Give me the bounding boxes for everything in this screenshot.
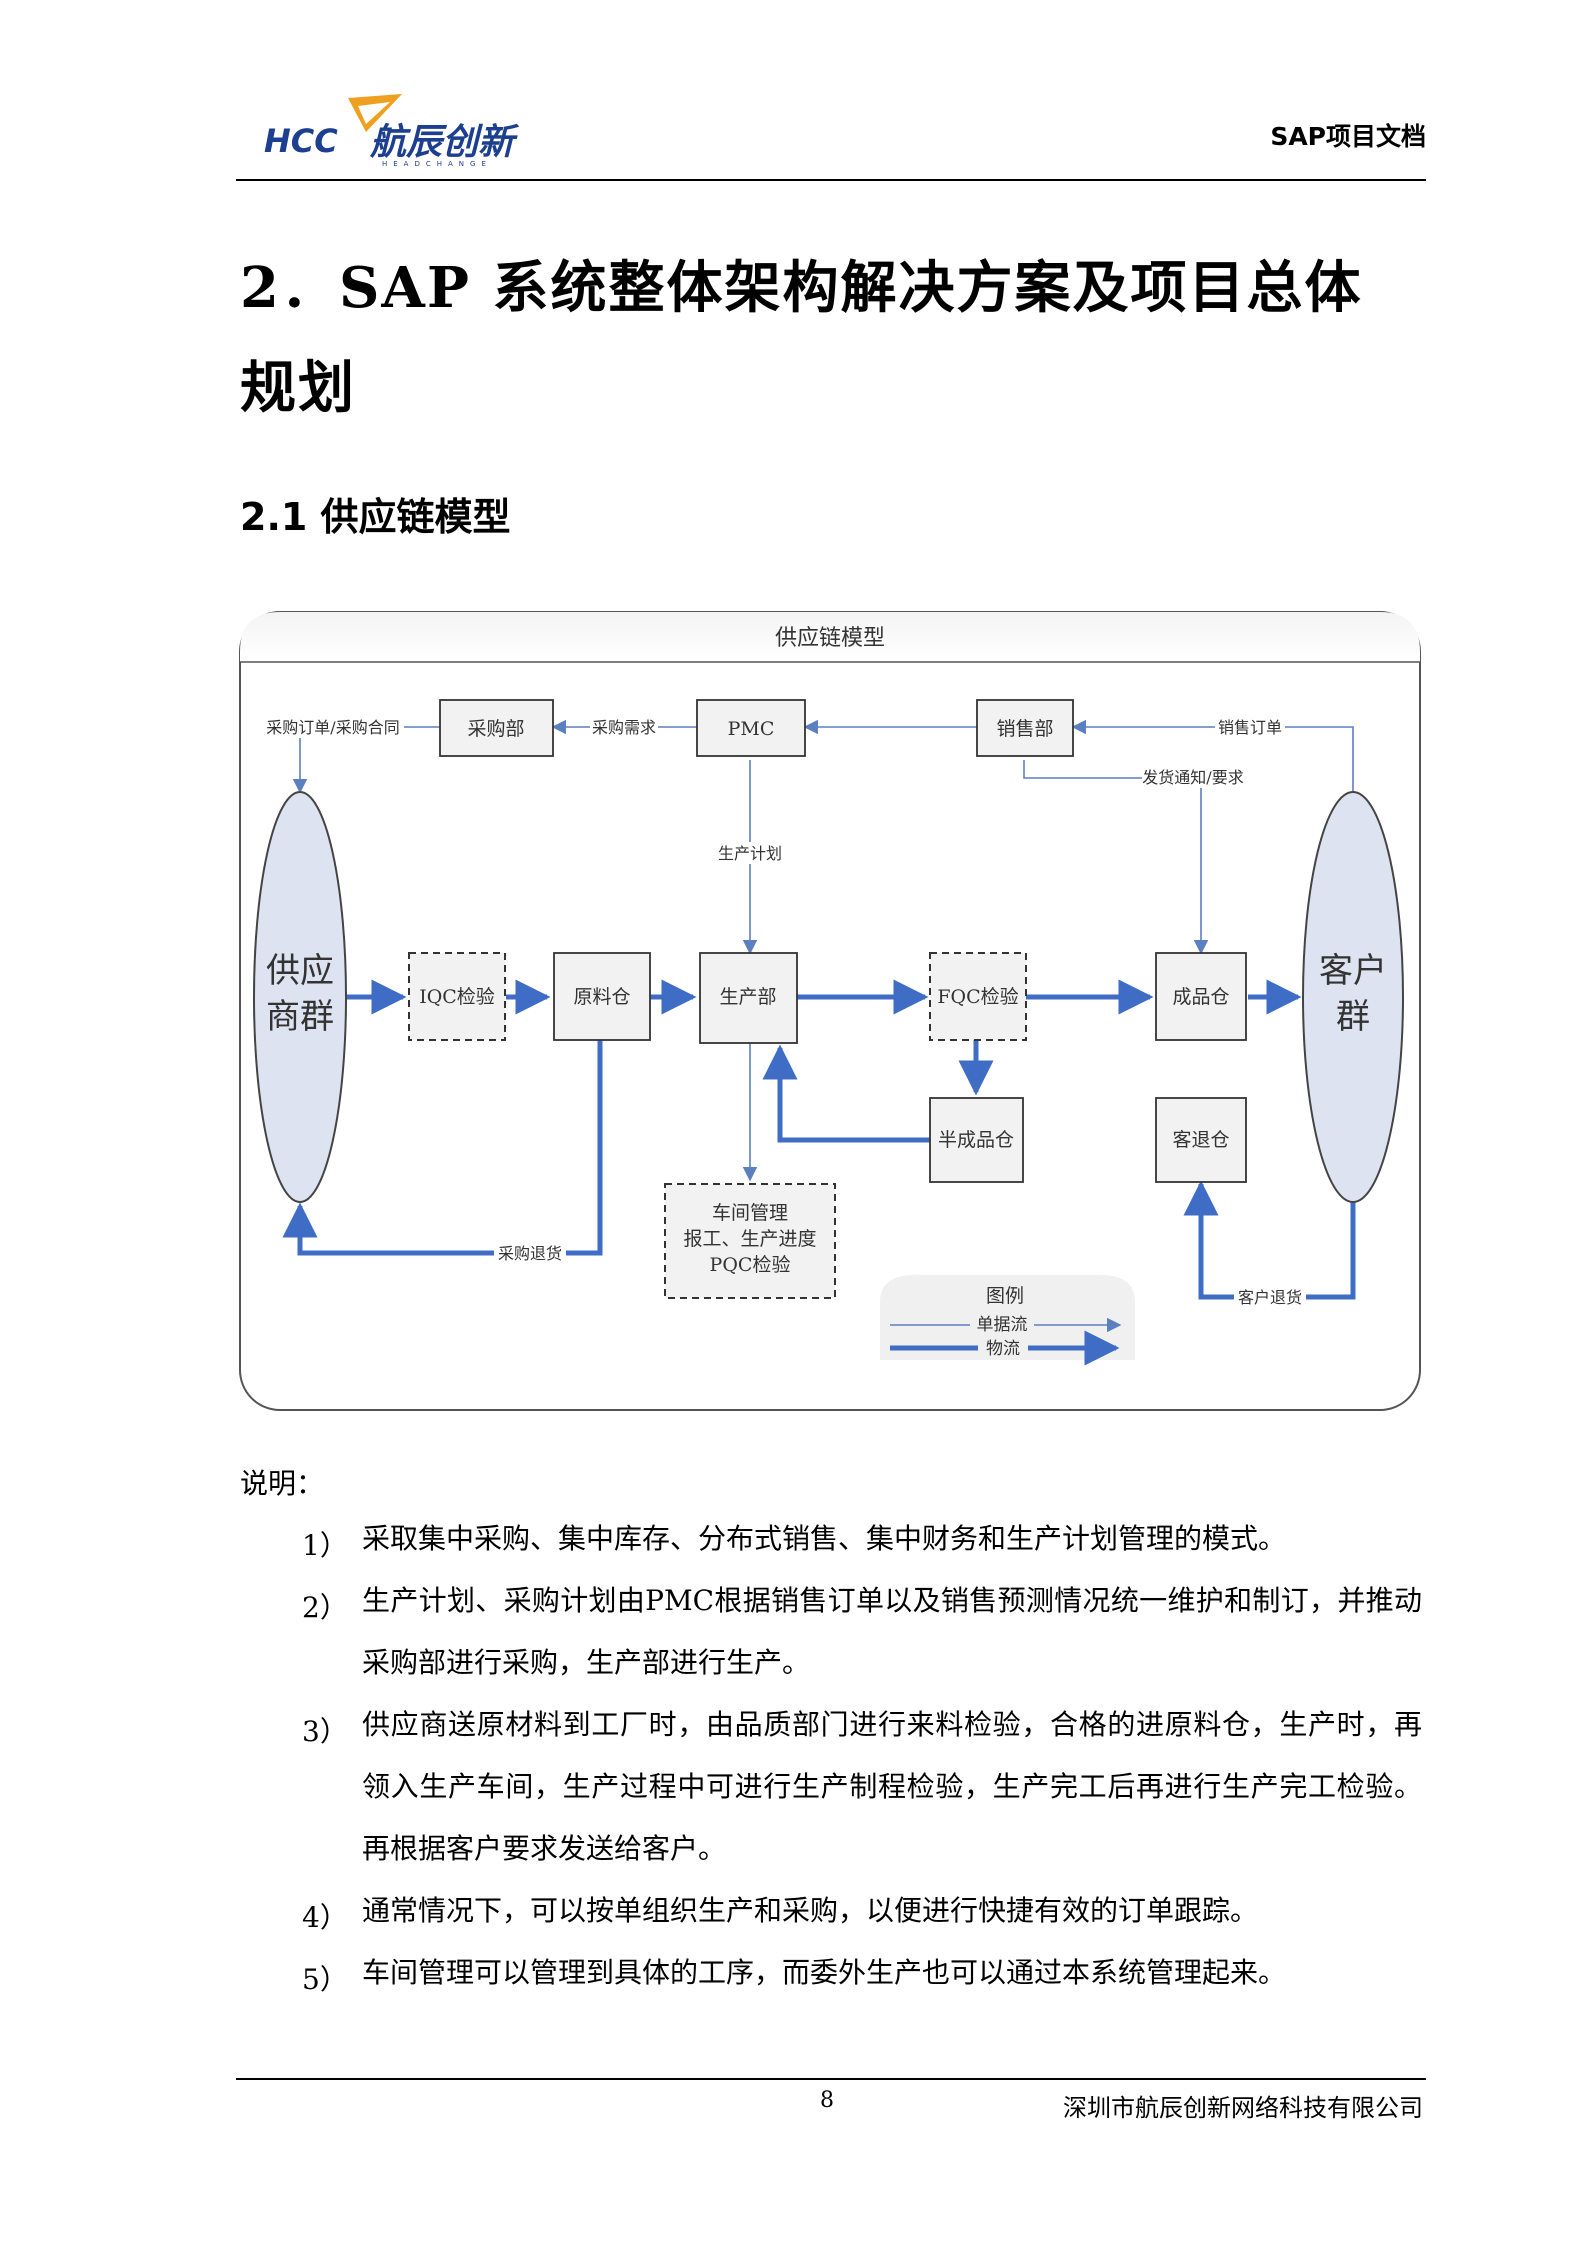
node-supplier-label-1: 供应 [266,951,334,991]
logo-subtext: HEADCHANGE [382,160,492,168]
node-sales-label: 销售部 [996,718,1053,740]
node-pmc-label: PMC [728,718,775,740]
footer-rule [236,2078,1426,2080]
node-workshop-label-3: PQC检验 [710,1254,791,1276]
legend-material-flow-label: 物流 [986,1339,1020,1359]
node-finished-store-label: 成品仓 [1172,986,1229,1008]
legend-title: 图例 [986,1285,1024,1307]
note-text: 车间管理可以管理到具体的工序，而委外生产也可以通过本系统管理起来。 [362,1956,1287,1989]
header-doc-title: SAP项目文档 [1270,122,1426,151]
note-number: 5） [302,1963,348,1996]
node-pmc [696,699,806,757]
node-supplier-label-2: 商群 [266,997,334,1037]
node-customer-label-1: 客户 [1319,951,1387,991]
note-text: 通常情况下，可以按单组织生产和采购，以便进行快捷有效的订单跟踪。 [362,1894,1259,1927]
node-raw-store-label: 原料仓 [573,986,630,1008]
note-text: 生产计划、采购计划由PMC根据销售订单以及销售预测情况统一维护和制订，并推动采购… [362,1584,1422,1679]
note-number: 2） [302,1591,348,1624]
node-raw-store [553,952,651,1041]
node-fqc-label: FQC检验 [937,986,1018,1008]
note-text: 供应商送原材料到工厂时，由品质部门进行来料检验，合格的进原料仓，生产时，再领入生… [362,1708,1422,1865]
label-purchase-return: 采购退货 [498,1244,562,1263]
supply-chain-diagram: 供应链模型 采购订单/采购合同 采购需求 销售订单 发货通知/要求 生产计划 [239,611,1421,1411]
logo-text-cn: 航辰创新 [369,122,520,163]
note-text: 采取集中采购、集中库存、分布式销售、集中财务和生产计划管理的模式。 [362,1522,1287,1555]
node-production [699,952,798,1044]
node-fqc [929,952,1027,1041]
node-workshop [664,1183,836,1299]
label-purchase-demand: 采购需求 [592,718,656,737]
label-ship-notice: 发货通知/要求 [1142,768,1243,787]
section-heading: 2．SAP 系统整体架构解决方案及项目总体规划 [240,255,1363,421]
node-customer-group [1302,791,1404,1203]
label-customer-return: 客户退货 [1238,1288,1302,1307]
node-semi-store [929,1097,1024,1183]
note-number: 3） [302,1715,348,1748]
node-finished-store [1155,952,1247,1041]
company-logo: HCC 航辰创新 HEADCHANGE [262,92,552,168]
node-customer-label-2: 群 [1336,997,1370,1037]
node-workshop-label-2: 报工、生产进度 [683,1228,816,1250]
node-return-store [1155,1097,1247,1183]
diagram-title: 供应链模型 [775,626,885,651]
note-number: 4） [302,1901,348,1934]
node-workshop-label-1: 车间管理 [712,1202,788,1224]
legend-doc-flow-label: 单据流 [977,1315,1028,1335]
node-supplier-group [253,791,347,1203]
node-purchasing [439,699,554,757]
label-sales-order: 销售订单 [1218,718,1282,737]
node-semi-store-label: 半成品仓 [938,1129,1014,1151]
node-iqc [408,952,506,1041]
node-purchasing-label: 采购部 [467,718,524,740]
node-iqc-label: IQC检验 [419,986,495,1008]
node-return-store-label: 客退仓 [1172,1129,1229,1151]
node-production-label: 生产部 [719,986,776,1008]
subsection-heading: 2.1 供应链模型 [240,495,511,539]
footer-company: 深圳市航辰创新网络科技有限公司 [1063,2094,1423,2122]
label-production-plan: 生产计划 [718,844,782,863]
node-sales [976,699,1074,757]
header-rule [236,179,1426,181]
label-purchase-order: 采购订单/采购合同 [266,718,399,737]
logo-text: HCC [264,122,338,160]
note-number: 1） [302,1529,348,1562]
notes-intro: 说明： [240,1467,325,1500]
page-number: 8 [820,2088,834,2113]
